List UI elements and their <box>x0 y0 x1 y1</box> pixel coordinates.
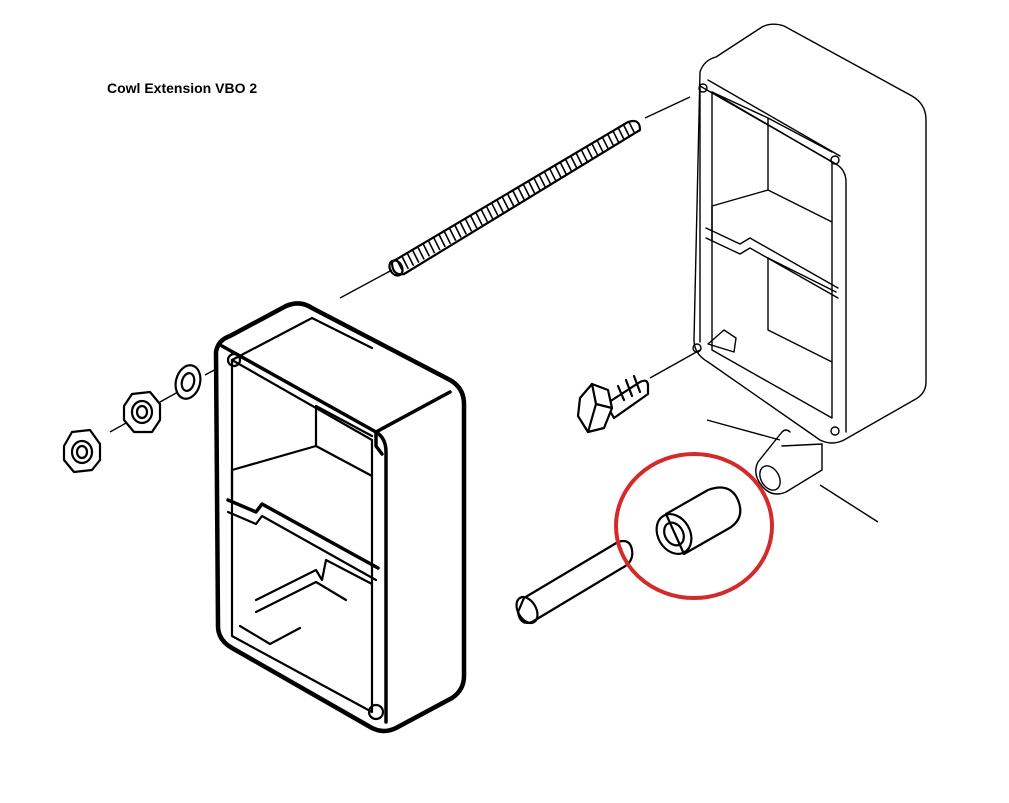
thread-line <box>554 165 562 179</box>
nut-middle <box>122 390 162 434</box>
thread-line <box>496 200 504 213</box>
thread-line <box>591 143 599 157</box>
thread-line <box>433 237 441 251</box>
hex-bolt <box>576 374 650 434</box>
thread-line <box>427 240 436 254</box>
thread-line <box>412 250 420 263</box>
thread-line <box>449 228 457 241</box>
thread-line <box>417 247 425 260</box>
thread-line <box>586 146 594 160</box>
thread-line <box>570 156 578 169</box>
thread-line <box>623 124 631 138</box>
threaded-rod <box>388 119 642 277</box>
thread-line <box>538 174 547 188</box>
assembly-leader-lines <box>109 96 879 523</box>
thread-line <box>575 153 583 166</box>
thread-line <box>607 134 615 147</box>
thread-line <box>422 243 431 257</box>
rear-housing <box>692 23 927 495</box>
thread-line <box>533 178 541 191</box>
thread-line <box>543 171 552 185</box>
front-housing <box>213 301 467 734</box>
thread-line <box>612 131 620 144</box>
thread-line <box>628 121 636 135</box>
thread-line <box>601 137 610 151</box>
thread-line <box>507 193 515 207</box>
highlight-circle <box>614 452 774 600</box>
thread-line <box>480 209 489 223</box>
thread-line <box>517 187 525 201</box>
pin <box>515 539 634 625</box>
thread-line <box>580 149 589 163</box>
thread-line <box>522 184 531 198</box>
thread-line <box>491 203 499 216</box>
thread-line <box>459 222 467 235</box>
thread-line <box>512 190 520 204</box>
thread-line <box>485 206 494 220</box>
thread-line <box>559 162 568 176</box>
thread-line <box>438 234 446 248</box>
thread-line <box>454 225 462 238</box>
bushing <box>655 486 742 556</box>
thread-line <box>464 218 473 232</box>
thread-line <box>617 127 626 141</box>
thread-line <box>565 159 573 172</box>
washer <box>174 364 202 400</box>
thread-line <box>596 140 605 154</box>
thread-line <box>475 212 483 226</box>
thread-line <box>549 168 557 182</box>
thread-line <box>443 231 452 245</box>
thread-line <box>406 253 415 267</box>
thread-line <box>470 215 478 229</box>
diagram-title: Cowl Extension VBO 2 <box>107 80 258 96</box>
thread-line <box>501 196 510 210</box>
thread-line <box>401 256 409 270</box>
thread-line <box>528 181 536 194</box>
thread-line <box>396 259 404 273</box>
nut-left <box>62 428 102 474</box>
